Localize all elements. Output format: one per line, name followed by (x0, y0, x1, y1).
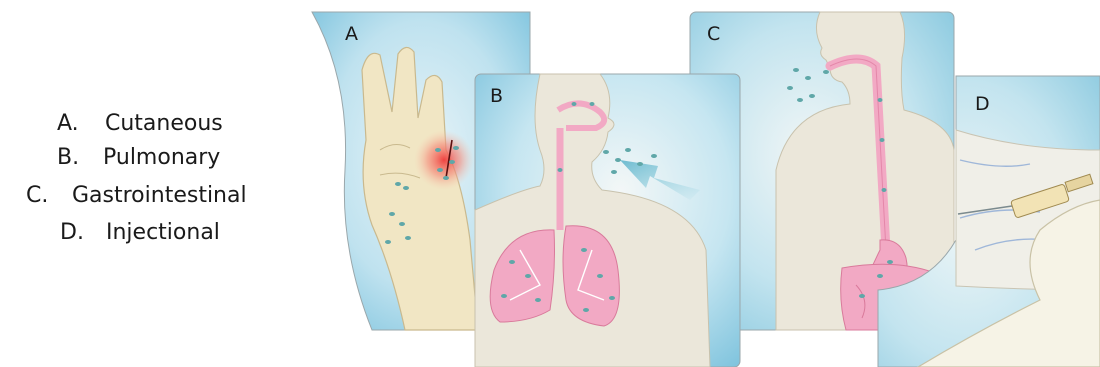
panel-b-pulmonary: B (475, 74, 740, 367)
panel-a-letter: A (345, 23, 358, 45)
panel-d-letter: D (975, 93, 990, 115)
panel-c-letter: C (707, 23, 720, 45)
panel-b-letter: B (490, 85, 503, 107)
inflamed-wound (414, 130, 474, 190)
